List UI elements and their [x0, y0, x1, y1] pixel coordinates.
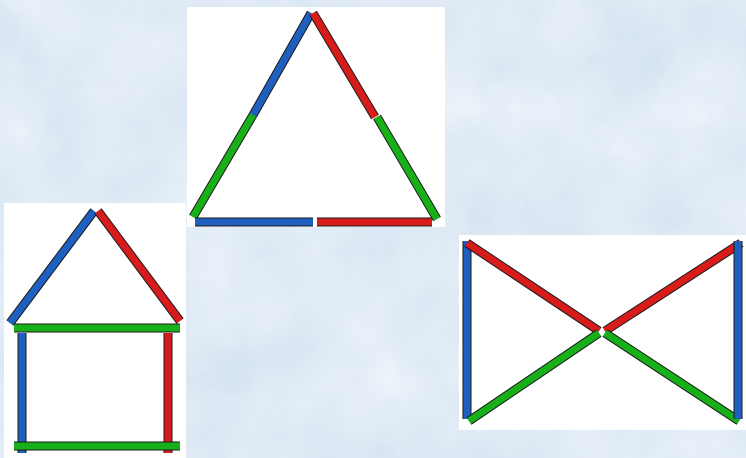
bowtie-sticks [467, 241, 741, 421]
triangle-figure-card [187, 7, 445, 227]
house-figure [4, 203, 186, 458]
house-figure-card [4, 203, 186, 458]
triangle-stick-3 [193, 115, 253, 217]
house-sticks [10, 211, 180, 453]
triangle-sticks [193, 13, 437, 222]
bowtie-stick-2 [467, 243, 599, 331]
bowtie-figure-card [459, 235, 746, 430]
bowtie-stick-4 [469, 333, 599, 421]
bowtie-figure [459, 235, 746, 430]
triangle-stick-4 [377, 117, 437, 219]
triangle-stick-2 [313, 13, 375, 117]
bowtie-stick-3 [605, 243, 741, 331]
triangle-figure [187, 7, 445, 227]
house-stick-2 [98, 211, 180, 321]
bowtie-stick-5 [605, 333, 739, 421]
house-stick-1 [10, 211, 94, 323]
triangle-stick-1 [253, 13, 311, 115]
